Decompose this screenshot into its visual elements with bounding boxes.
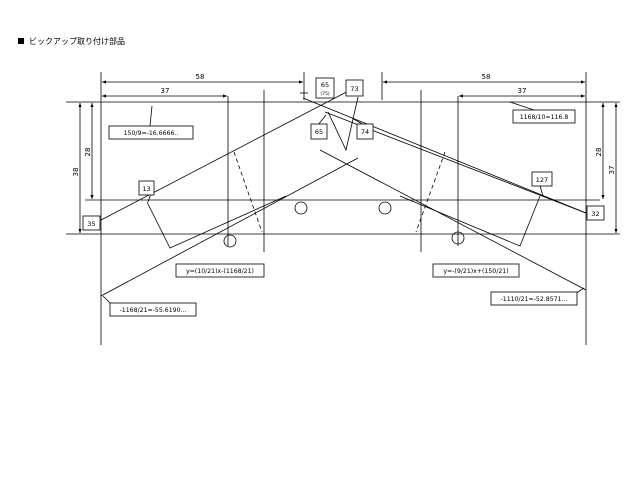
dim-top-right-37: 37: [518, 87, 527, 95]
dim-right-28: 28: [595, 148, 603, 157]
diagonal-right-lower: [319, 149, 587, 291]
box-35: [82, 215, 101, 231]
formula-top-left: 150/9=-16.6666..: [124, 130, 179, 137]
leader-127: [539, 185, 544, 197]
box-35-label: 35: [87, 220, 95, 228]
box-13-label: 13: [142, 185, 150, 193]
formula-eq-right: y=-(9/21)x+(150/21): [443, 268, 508, 275]
formula-bottom-right: -1110/21=-52.8571...: [501, 296, 568, 303]
box-73-label: 73: [350, 85, 358, 93]
dashed-line-right: [415, 151, 446, 233]
box-127: [531, 171, 553, 187]
diagonal-cross-center: [302, 97, 587, 214]
box-65-top: [315, 77, 335, 99]
hole-circle-4: [451, 231, 465, 245]
drawing-heading: ビックアップ取り付け部品: [18, 36, 125, 47]
formula-eq-left: y=(10/21)x-(1168/21): [186, 268, 254, 275]
dashed-line-left: [233, 151, 263, 233]
box-65-mid-label: 65: [315, 128, 323, 136]
formula-box-eq-right: [432, 263, 520, 278]
hole-circle-1: [223, 234, 237, 248]
hole-circle-2: [294, 201, 308, 215]
box-74-label: 74: [361, 128, 369, 136]
box-73: [345, 79, 364, 97]
leader-65-mid: [317, 114, 327, 126]
box-32-label: 32: [591, 210, 599, 218]
formula-box-top-right: [512, 109, 576, 124]
formula-box-top-left: [108, 125, 194, 140]
formula-top-right: 1168/10=116.8: [520, 114, 569, 121]
dim-top-left-37: 37: [161, 87, 170, 95]
hole-circle-3: [378, 201, 392, 215]
dim-right-37: 37: [608, 166, 616, 175]
dim-left-38: 38: [72, 168, 80, 177]
dim-left-28: 28: [84, 148, 92, 157]
box-127-label: 127: [536, 176, 548, 184]
formula-box-bottom-right: [490, 291, 578, 306]
box-32: [586, 205, 605, 221]
box-65-top-sublabel: (75): [320, 91, 329, 97]
box-74: [356, 123, 374, 140]
dim-top-left-58: 58: [196, 73, 205, 81]
box-65-top-label: 65: [321, 81, 329, 89]
leader-top-left: [149, 105, 153, 127]
square-bullet-icon: [18, 38, 24, 44]
diagonal-left-lower: [100, 157, 359, 297]
box-13: [138, 180, 155, 196]
part-outline-left: [146, 195, 287, 249]
center-notch: [327, 96, 359, 152]
heading-text: ビックアップ取り付け部品: [29, 37, 125, 46]
diagonal-left-upper: [100, 85, 359, 221]
formula-box-bottom-left: [109, 302, 197, 317]
dim-top-right-58: 58: [482, 73, 491, 81]
formula-bottom-left: -1168/21=-55.6190...: [120, 307, 187, 314]
part-outline-right: [399, 195, 541, 247]
box-65-mid: [310, 123, 328, 140]
formula-box-eq-left: [175, 263, 265, 278]
